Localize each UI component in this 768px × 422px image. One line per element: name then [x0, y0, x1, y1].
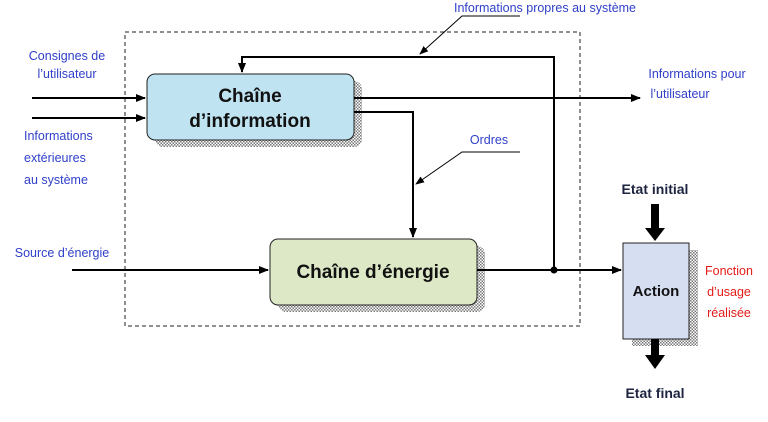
info-chain-line1: Chaîne	[218, 86, 281, 107]
user-info-line1: Informations pour	[648, 67, 745, 81]
external-info-line3: au système	[24, 173, 88, 187]
info-chain-line2: d’information	[189, 111, 310, 132]
orders-callout	[415, 151, 520, 185]
energy-chain-label: Chaîne d’énergie	[296, 262, 449, 283]
system-feedback-arrow	[238, 56, 555, 270]
final-state-label: Etat final	[625, 385, 684, 401]
external-info-line1: Informations	[24, 129, 93, 143]
external-info-line2: extérieures	[24, 151, 86, 165]
orders-arrow	[354, 111, 417, 238]
action-label: Action	[633, 283, 680, 300]
energy-source-label: Source d’énergie	[15, 246, 110, 260]
action-block: Action	[622, 242, 698, 346]
function-line3: réalisée	[707, 306, 751, 320]
initial-state-arrow	[645, 204, 665, 241]
function-line1: Fonction	[705, 264, 753, 278]
user-info-line2: l’utilisateur	[650, 87, 709, 101]
user-instructions-line2: l’utilisateur	[37, 67, 96, 81]
info-chain-block: Chaîne d’information	[146, 73, 362, 147]
function-line2: d’usage	[707, 285, 751, 299]
energy-chain-block: Chaîne d’énergie	[269, 238, 485, 312]
user-instructions-line1: Consignes de	[29, 49, 105, 63]
orders-label: Ordres	[470, 133, 508, 147]
system-boundary	[124, 31, 581, 327]
system-info-label: Informations propres au système	[454, 1, 636, 15]
final-state-arrow	[645, 339, 665, 369]
initial-state-label: Etat initial	[622, 181, 689, 197]
system-info-callout	[419, 15, 520, 55]
